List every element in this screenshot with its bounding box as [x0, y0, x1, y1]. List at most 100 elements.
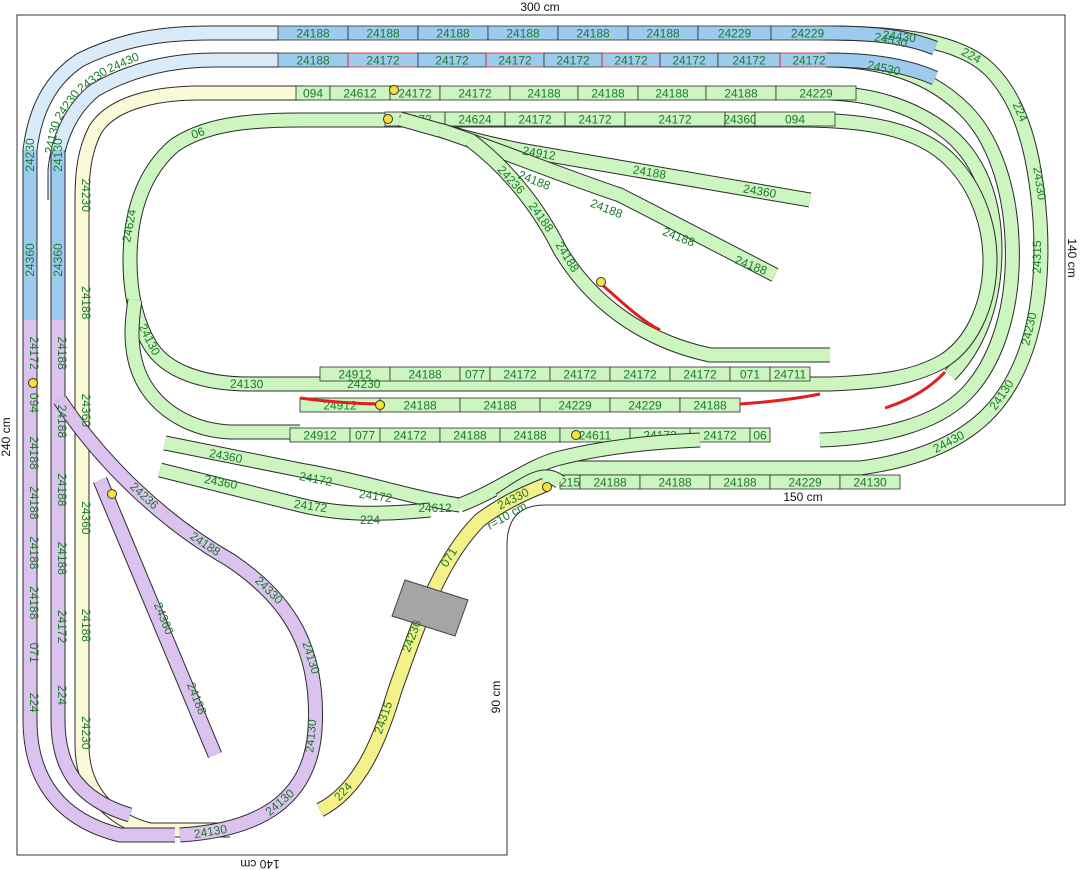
curve-label: 24188: [632, 163, 668, 183]
blue-curve-1: [829, 25, 938, 55]
signal-marker: [571, 430, 581, 440]
track-layer: 24188 24188 24188 24188 24188 24188 24229 24229…: [22, 25, 1049, 843]
curve-label: 24360: [79, 394, 93, 428]
curve-label: 24172: [55, 610, 69, 644]
curve-label: 24188: [55, 473, 69, 507]
segment-label: 24172: [578, 113, 612, 127]
track-segment: [769, 366, 811, 382]
segment-label: 24172: [792, 54, 826, 68]
signal-marker: [375, 400, 385, 410]
segment-label: 24188: [506, 27, 540, 41]
segment-label: 077: [465, 368, 485, 382]
segment-label: 24912: [338, 368, 372, 382]
red-track-segment: [884, 370, 947, 410]
segment-label: 24188: [646, 27, 680, 41]
dim-inner-height: 90 cm: [489, 681, 503, 714]
segment-label: 24172: [393, 429, 427, 443]
segment-label: 24172: [703, 429, 737, 443]
segment-label: 24229: [558, 399, 592, 413]
blue-light-inner: [47, 52, 278, 200]
left-col-2-purple: [50, 320, 133, 823]
blue-curve-2: [826, 52, 938, 85]
curve-label: 24912: [521, 143, 557, 163]
segment-label: 24172: [503, 368, 537, 382]
dim-inner-width: 150 cm: [783, 490, 822, 504]
curve-label: 24188: [79, 609, 93, 643]
curve-label: 24188: [27, 586, 41, 620]
segment-label: 24130: [853, 476, 887, 490]
segment-label: 24172: [732, 54, 766, 68]
curve-label: 24624: [119, 208, 139, 244]
curve-label: 24188: [55, 542, 69, 576]
segment-label: 24172: [658, 113, 692, 127]
segment-label: 24172: [498, 54, 532, 68]
curve-label: 24430: [882, 28, 917, 46]
curve-label: 094: [27, 393, 41, 413]
curve-label: 24360: [23, 243, 37, 277]
segment-label: 24172: [614, 54, 648, 68]
segment-label: 24188: [724, 87, 758, 101]
signal-marker: [383, 114, 393, 124]
row-top-2: 24188 24172 24172 24172 24172 24172 24172 24172…: [277, 52, 839, 68]
curve-label: 24188: [27, 436, 41, 470]
segment-label: 24172: [435, 54, 469, 68]
curve-label: 24130: [193, 822, 229, 841]
curve-label: 071: [27, 643, 41, 663]
signal-marker: [28, 378, 38, 388]
inner-left-lower: [124, 298, 300, 440]
segment-label: 24188: [296, 27, 330, 41]
curve-label: 24188: [187, 529, 223, 559]
segment-label: 24188: [403, 399, 437, 413]
siding-lower-1: [163, 435, 461, 513]
yellow-ramp: [316, 478, 548, 817]
segment-label: 215: [560, 476, 580, 490]
curve-label: 24130: [230, 377, 264, 392]
segment-label: 24229: [718, 27, 752, 41]
marker-layer: [28, 85, 947, 499]
segment-label: 24172: [458, 87, 492, 101]
curve-label: 224: [27, 693, 41, 713]
segment-label: 24172: [672, 54, 706, 68]
segment-label: 24188: [655, 87, 689, 101]
curve-label: 24188: [79, 286, 93, 320]
dim-bottom: 140 cm: [240, 857, 279, 870]
segment-label: 24612: [343, 87, 377, 101]
curve-label: 224: [360, 513, 380, 527]
track-segment: [679, 397, 741, 413]
curve-label: 24315: [1030, 240, 1044, 274]
segment-label: 24188: [366, 27, 400, 41]
curve-label: 24360: [203, 472, 239, 492]
curve-label: 24172: [27, 336, 41, 370]
outer-loop-1: [560, 25, 1049, 476]
label-layer: 2453024530249122418824360241882418824188…: [23, 28, 1049, 841]
segment-label: 24912: [303, 429, 337, 443]
signal-marker: [596, 277, 606, 287]
signal-marker: [107, 489, 117, 499]
curve-label: 24330: [1030, 166, 1049, 201]
curve-label: 24530: [873, 30, 909, 51]
red-track-segment: [739, 392, 821, 406]
segment-label: 24229: [799, 87, 833, 101]
segment-label: 06: [753, 429, 767, 443]
segment-label: 24188: [693, 399, 727, 413]
segment-label: 094: [303, 87, 323, 101]
segment-label: 24172: [366, 54, 400, 68]
siding-b: [437, 122, 779, 282]
segment-label: 24172: [398, 87, 432, 101]
dim-right: 140 cm: [1065, 238, 1079, 277]
red-track-segment: [599, 281, 661, 332]
curve-label: 24612: [418, 501, 452, 515]
segment-label: 24360: [723, 113, 757, 127]
segment-label: 24611: [579, 429, 612, 443]
curve-label: 24188: [55, 336, 69, 370]
segment-label: 24172: [563, 368, 597, 382]
curve-label: 224: [55, 685, 69, 705]
track-segment: [749, 427, 771, 443]
segment-label: 24188: [296, 54, 330, 68]
segment-label: 24172: [556, 54, 590, 68]
